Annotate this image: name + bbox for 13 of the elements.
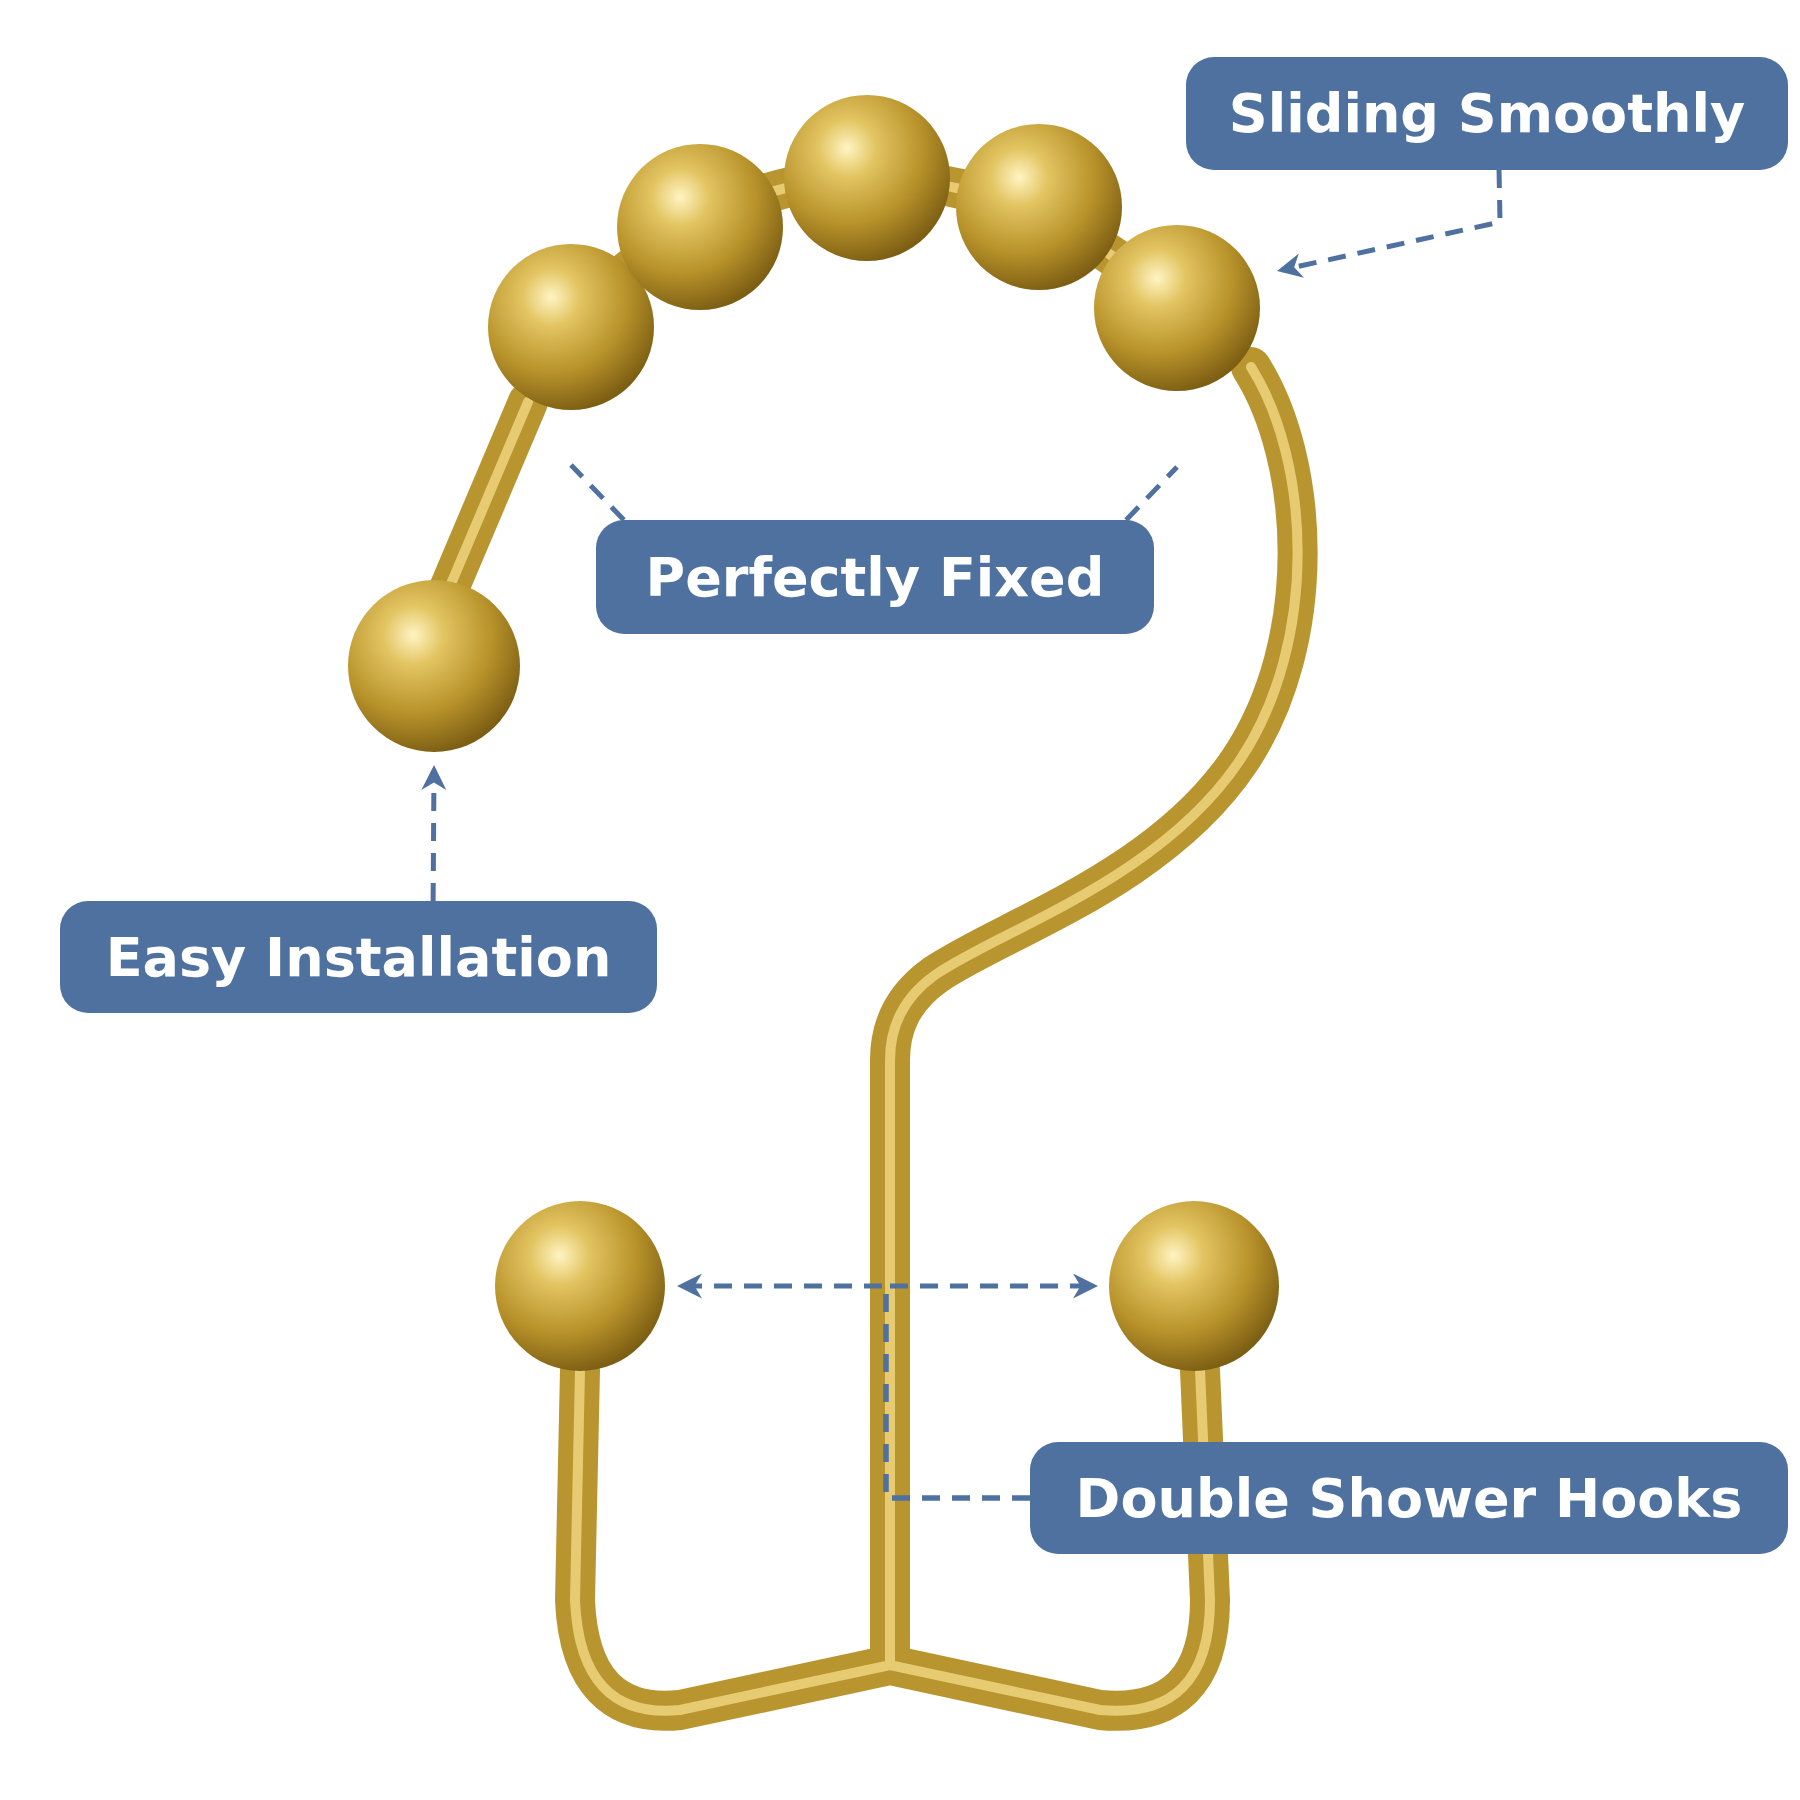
leader-arrow [421, 765, 447, 901]
callout-text: Easy Installation [105, 925, 612, 989]
leader-arrow [883, 1273, 1098, 1501]
callout-text: Perfectly Fixed [645, 545, 1105, 609]
leader-arrow [1277, 169, 1503, 278]
callout-label [1030, 1442, 1788, 1554]
callout-text: Double Shower Hooks [1075, 1466, 1743, 1530]
leader-line [569, 463, 626, 522]
leader-line [1124, 465, 1179, 522]
callout-label [596, 520, 1154, 634]
callout-text: Sliding Smoothly [1228, 82, 1746, 145]
callout-label [60, 901, 657, 1013]
callout-label [1186, 57, 1788, 170]
